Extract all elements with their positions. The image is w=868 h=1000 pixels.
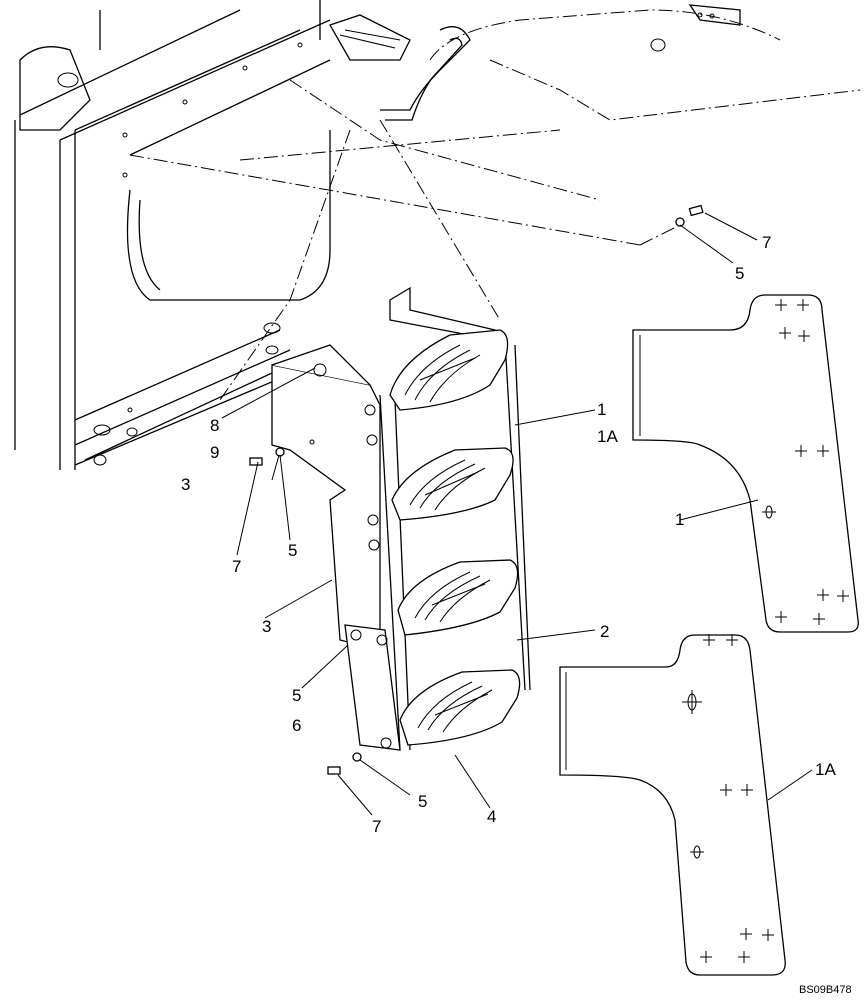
callout-1a-ladder: 1A — [597, 427, 618, 446]
callout-5-bottom: 5 — [418, 792, 427, 811]
mounting-bracket — [271, 344, 381, 651]
step-ladder — [344, 286, 531, 751]
callout-7-top: 7 — [762, 233, 771, 252]
fasteners — [249, 204, 704, 775]
callout-7-bottom: 7 — [372, 817, 381, 836]
callout-4: 4 — [487, 807, 496, 826]
decal-1a-outline — [559, 634, 786, 976]
callout-labels: 1 1A 1 1A 2 3 3 4 5 5 5 5 6 7 7 7 8 9 — [181, 233, 836, 836]
callout-8: 8 — [210, 416, 219, 435]
callout-3-lower: 3 — [262, 617, 271, 636]
callout-6: 6 — [292, 716, 301, 735]
callout-3-upper: 3 — [181, 475, 190, 494]
machine-frame — [14, 0, 331, 470]
machine-body-outline — [129, 4, 861, 401]
decal-registration-marks — [682, 299, 849, 963]
callout-5-top: 5 — [735, 264, 744, 283]
callout-5-mid: 5 — [288, 541, 297, 560]
drawing-code: BS09B478 — [799, 984, 852, 996]
callout-2: 2 — [600, 622, 609, 641]
callout-1a-decal: 1A — [815, 760, 836, 779]
callout-9: 9 — [210, 443, 219, 462]
leader-lines — [221, 212, 813, 816]
callout-1-decal: 1 — [675, 510, 684, 529]
callout-7-mid: 7 — [232, 557, 241, 576]
decal-1-outline — [632, 294, 859, 633]
callout-5-left: 5 — [292, 686, 301, 705]
callout-1-ladder: 1 — [597, 400, 606, 419]
